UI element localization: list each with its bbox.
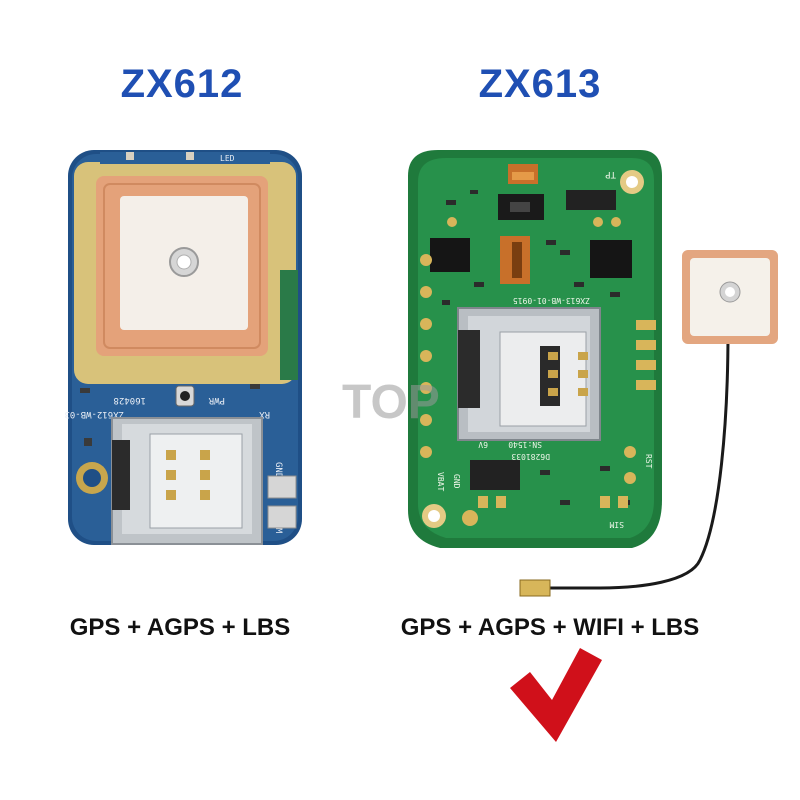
external-gps-antenna — [519, 250, 778, 597]
zx612-features: GPS + AGPS + LBS — [69, 614, 291, 641]
zx612-board: LED PWR RX ZX612-WB-03 160428 GND GSM — [64, 150, 302, 545]
led-label: LED — [220, 154, 235, 163]
zx613-board: TP ZX613-WB-01-0915 — [408, 150, 662, 548]
rx-label: RX — [259, 409, 270, 419]
checkmark-icon — [510, 648, 602, 742]
zx613-features: GPS + AGPS + WIFI + LBS — [400, 614, 700, 641]
date-label: 160428 — [113, 395, 146, 405]
rst-label: RST — [644, 454, 653, 469]
lot-label: D6281033 — [511, 452, 550, 461]
product-title-zx612: ZX612 — [120, 62, 244, 106]
product-title-zx613: ZX613 — [478, 62, 602, 106]
watermark: TOP — [342, 376, 440, 429]
zx613-sim-holder — [457, 307, 601, 441]
pwr-label: PWR — [208, 395, 225, 405]
vbat-label: VBAT — [436, 472, 445, 491]
zx612-gps-antenna — [96, 176, 268, 356]
v-label: 6V — [478, 440, 488, 449]
tp-label: TP — [605, 169, 616, 179]
zx613-part-label: ZX613-WB-01-0915 — [513, 296, 590, 305]
gnd-label: GND — [273, 462, 283, 478]
zx612-sim-holder — [111, 417, 263, 545]
sn-label: SN:1540 — [508, 440, 542, 449]
zx613-gnd-label: GND — [452, 474, 461, 489]
part-label: ZX612-WB-03 — [64, 409, 124, 419]
sim-label: SIM — [609, 520, 624, 529]
